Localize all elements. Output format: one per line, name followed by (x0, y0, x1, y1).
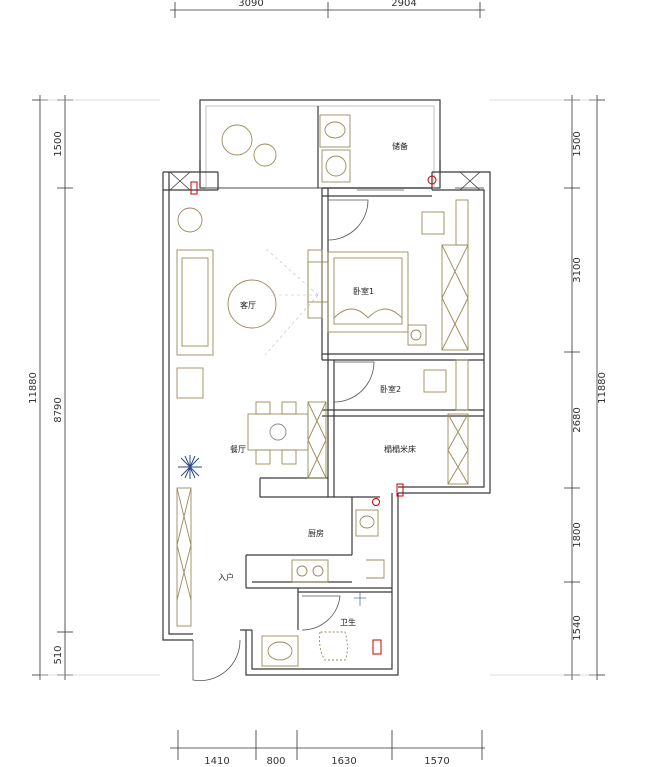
red-markers (190, 175, 437, 655)
furniture (176, 114, 469, 667)
dim-right-0: 1500 (572, 131, 583, 156)
room-label-entrance: 入户 (218, 572, 234, 582)
dining-table (247, 413, 309, 451)
dim-right-2: 2680 (572, 407, 583, 432)
dim-bottom-1: 800 (266, 756, 285, 767)
room-label-living: 客厅 (240, 300, 256, 310)
dim-right-4: 1540 (572, 615, 583, 640)
stove (291, 559, 329, 583)
dim-top-1: 2904 (391, 0, 416, 9)
balcony-table (253, 143, 277, 167)
dim-right-1: 3100 (572, 257, 583, 282)
dim-left-1: 8790 (53, 397, 64, 422)
coffee-table (227, 279, 277, 329)
room-label-dining: 餐厅 (230, 445, 246, 454)
dim-left-0: 1500 (53, 131, 64, 156)
dim-right-3: 1800 (572, 522, 583, 547)
doors (192, 189, 404, 681)
dim-left-2: 510 (53, 645, 64, 664)
dimension-labels: 3090 2904 1410 800 1630 1570 11880 1500 … (28, 0, 608, 767)
window-markers (169, 171, 484, 191)
dimension-lines (32, 2, 605, 760)
room-label-bedroom1: 卧室1 (353, 286, 374, 296)
light-rays (264, 247, 319, 356)
bath-sink (261, 635, 299, 667)
sofa (176, 249, 214, 356)
room-label-bedroom2: 卧室2 (380, 384, 401, 394)
room-label-kitchen: 厨房 (308, 528, 324, 538)
balcony-chair (221, 124, 253, 156)
dim-bottom-3: 1570 (424, 756, 449, 767)
room-label-utility: 储备 (392, 141, 408, 151)
dim-top-0: 3090 (238, 0, 263, 9)
dim-left-total: 11880 (28, 372, 39, 404)
dim-right-total: 11880 (597, 372, 608, 404)
room-label-bathroom: 卫生 (340, 617, 356, 627)
shower-icon (354, 592, 366, 606)
room-labels: 客厅 餐厅 卧室1 卧室2 榻榻米床 厨房 入户 卫生 储备 (218, 141, 416, 627)
dim-bottom-2: 1630 (331, 756, 356, 767)
room-label-flex: 榻榻米床 (384, 444, 416, 454)
walls (162, 99, 491, 676)
dim-bottom-0: 1410 (204, 756, 229, 767)
plant-icon (178, 455, 202, 479)
